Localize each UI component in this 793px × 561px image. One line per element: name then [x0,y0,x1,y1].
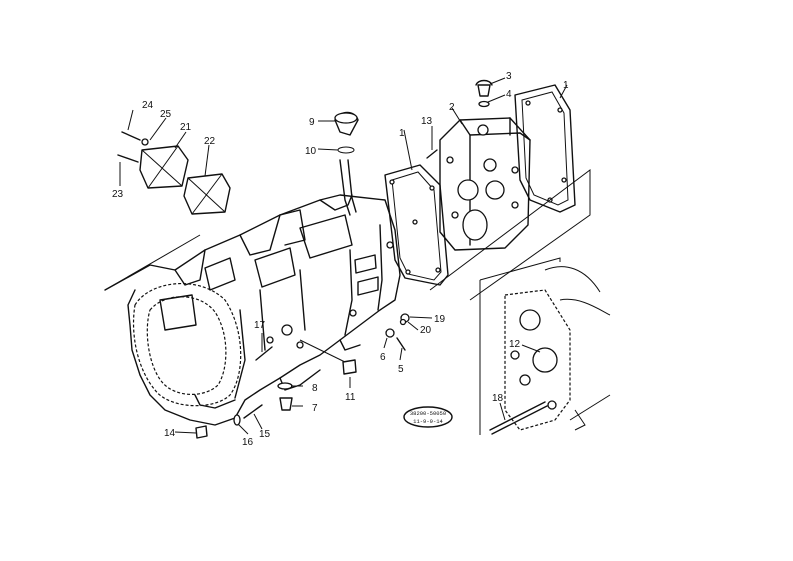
callout-11: 11 [345,392,356,403]
callout-8: 8 [312,383,318,394]
bolt-17 [255,346,273,361]
callout-22: 22 [204,136,216,147]
callout-5: 5 [398,364,404,375]
callout-13: 13 [421,116,433,127]
nut-20 [399,318,407,326]
dipstick-cap-9 [334,111,359,136]
callout-6: 6 [380,352,386,363]
washer-8 [277,382,293,390]
plug-11 [342,359,357,375]
callout-21: 21 [180,122,192,133]
washer-16 [233,414,241,426]
callout-1-middle: 1 [399,128,405,139]
plug-7 [279,397,293,411]
plug-3 [475,79,493,97]
callout-14: 14 [164,428,176,439]
callout-3: 3 [506,71,512,82]
oring-10 [337,146,355,154]
stamp-line-1: 38200-50050 [410,410,446,417]
callout-15: 15 [259,429,271,440]
bolt-24 [121,131,141,141]
callout-25: 25 [160,109,172,120]
callout-18: 18 [492,393,504,404]
gasket-right [514,84,576,213]
transmission-case [104,159,401,426]
pin-13 [426,149,438,159]
callout-1-right: 1 [563,80,569,91]
callout-17: 17 [254,320,266,331]
part-number-stamp: 38200-50050 11-9-9-14 [403,406,453,428]
nut-6 [385,328,395,338]
washer-25 [141,138,149,146]
callout-12: 12 [509,339,521,350]
callout-10: 10 [305,146,317,157]
callout-7: 7 [312,403,318,414]
washer-4 [478,100,490,108]
filter-21 [139,145,189,189]
filter-22 [183,173,231,215]
panel-line [104,234,201,291]
bolt-23 [117,154,139,163]
callout-2: 2 [449,102,455,113]
nut-14 [195,425,208,439]
callout-23: 23 [112,189,124,200]
callout-9: 9 [309,117,315,128]
bolt-5 [396,337,406,351]
bolt-15 [243,404,263,419]
stamp-line-2: 11-9-9-14 [413,418,443,425]
callout-4: 4 [506,89,512,100]
callout-24: 24 [142,100,154,111]
inset-detail [479,257,611,435]
cover-housing [439,117,531,251]
callout-19: 19 [434,314,446,325]
callout-labels: 1 1 2 3 4 5 6 7 8 9 10 11 12 13 14 15 16… [112,71,569,448]
connector-lines [429,169,591,301]
callout-20: 20 [420,325,432,336]
gasket-middle [384,164,449,286]
callout-16: 16 [242,437,254,448]
leader-lines [119,77,568,435]
